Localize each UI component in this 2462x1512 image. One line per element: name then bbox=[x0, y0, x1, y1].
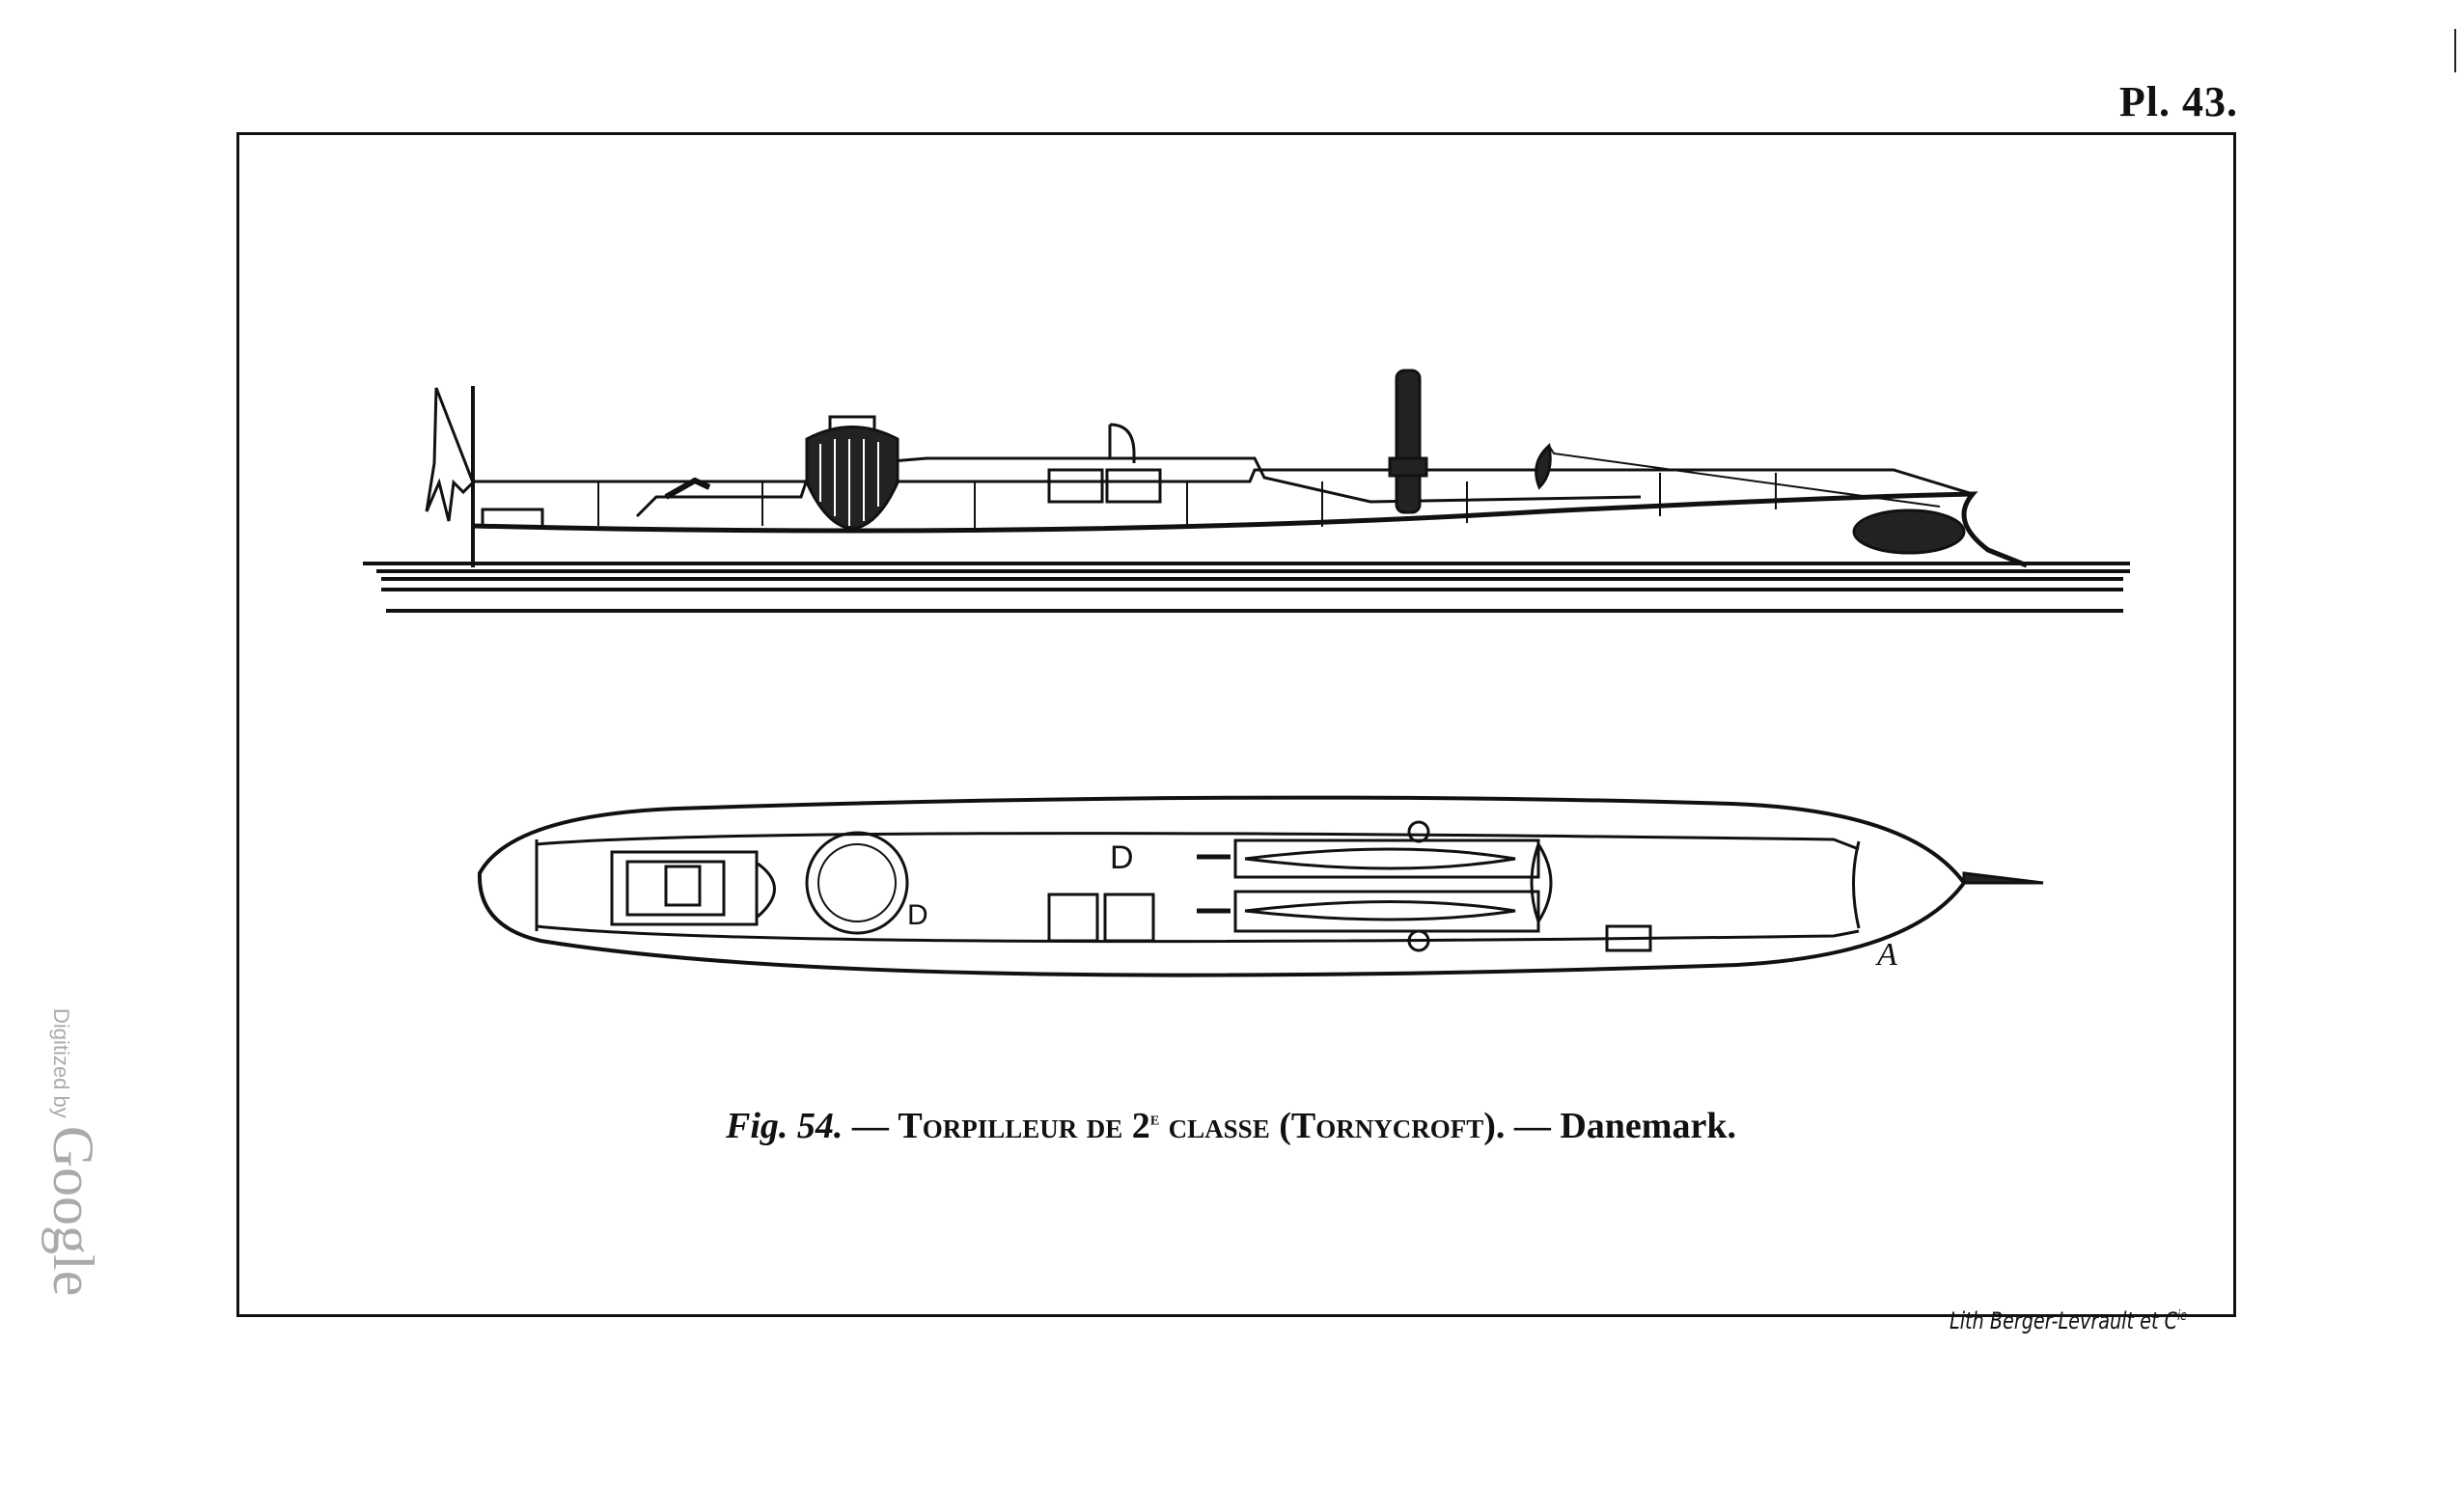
ships-boat bbox=[805, 415, 899, 531]
caption-figure-number: Fig. 54. bbox=[726, 1106, 844, 1146]
bow-spike bbox=[1962, 871, 2044, 885]
label-a: A bbox=[1875, 937, 1897, 973]
caption-title: Torpilleur de 2e classe (Tornycroft). bbox=[898, 1106, 1505, 1146]
torpedo-tubes bbox=[1197, 820, 1553, 952]
flag bbox=[425, 387, 475, 522]
bow-dinghy bbox=[1852, 509, 1966, 555]
label-d-aft: D bbox=[907, 899, 928, 931]
watermark-prefix: Digitized by bbox=[49, 1008, 73, 1118]
figure-caption: Fig. 54. — Torpilleur de 2e classe (Torn… bbox=[0, 1105, 2462, 1147]
superstructure bbox=[635, 456, 1642, 518]
deck-boxes-plan bbox=[1047, 893, 1155, 943]
stanchions bbox=[597, 473, 1777, 528]
gun bbox=[664, 477, 711, 500]
deck-boxes bbox=[1047, 468, 1162, 504]
plate-frame bbox=[236, 132, 2236, 1317]
lithographer-credit: Lith Berger-Levrault et Cie bbox=[1950, 1307, 2187, 1334]
ventilator bbox=[1108, 423, 1136, 463]
caption-title-sup: e bbox=[1149, 1108, 1160, 1130]
lithographer-text: Lith Berger-Levrault et C bbox=[1950, 1307, 2177, 1334]
caption-title-b: classe (Tornycroft). bbox=[1159, 1106, 1506, 1146]
plan-view: D D A bbox=[477, 795, 2044, 977]
hull-outline bbox=[472, 491, 2028, 568]
searchlight bbox=[1535, 443, 1552, 490]
stern-box bbox=[481, 508, 544, 529]
bulwark-line bbox=[473, 468, 1974, 496]
hull-plan-outer bbox=[477, 795, 1967, 977]
scan-edge-mark bbox=[2454, 29, 2456, 72]
watermark-brand: Google bbox=[41, 1125, 105, 1297]
bow-bulkhead bbox=[1852, 840, 1861, 929]
caption-country: Danemark. bbox=[1560, 1106, 1736, 1146]
funnel-icon bbox=[1388, 369, 1428, 514]
stern-cabin bbox=[610, 850, 776, 926]
side-elevation bbox=[363, 369, 2130, 613]
small-box bbox=[1605, 924, 1652, 952]
label-d-forward: D bbox=[1110, 839, 1134, 876]
lithographer-sup: ie bbox=[2177, 1308, 2188, 1324]
plate-number: Pl. 43. bbox=[2118, 78, 2238, 125]
caption-separator: — bbox=[843, 1106, 899, 1146]
hatch-circle bbox=[805, 831, 909, 935]
google-watermark: Digitized by Google bbox=[40, 1008, 106, 1296]
caption-separator: — bbox=[1505, 1106, 1561, 1146]
inner-deck bbox=[536, 832, 1860, 944]
caption-title-a: Torpilleur de 2 bbox=[898, 1106, 1150, 1146]
water-lines bbox=[363, 562, 2130, 613]
